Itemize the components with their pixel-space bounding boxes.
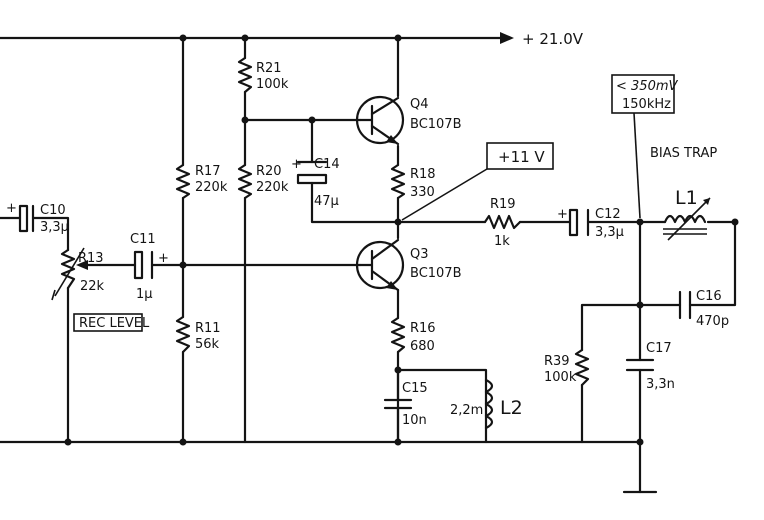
- svg-text:C15: C15: [402, 381, 428, 396]
- rec-level-label: REC LEVEL: [73, 313, 150, 332]
- capacitor-c10: + C10 3,3µ: [6, 201, 69, 235]
- capacitor-c16: C16 470p: [678, 289, 729, 329]
- svg-text:C14: C14: [314, 157, 340, 172]
- svg-text:R19: R19: [490, 197, 516, 212]
- svg-text:< 350mV: < 350mV: [616, 79, 679, 94]
- resistor-r20: R20 220k: [237, 163, 289, 200]
- svg-text:+: +: [6, 201, 17, 216]
- svg-text:470p: 470p: [696, 314, 729, 329]
- svg-text:R16: R16: [410, 321, 436, 336]
- bias-trap-level-callout: < 350mV 150kHz: [611, 74, 679, 219]
- svg-text:C11: C11: [130, 232, 156, 247]
- svg-text:150kHz: 150kHz: [622, 97, 671, 112]
- svg-text:C16: C16: [696, 289, 722, 304]
- capacitor-c15: C15 10n: [383, 368, 428, 444]
- transistor-q4: Q4 BC107B: [355, 95, 462, 146]
- svg-text:C10: C10: [40, 203, 66, 218]
- svg-text:R13: R13: [78, 251, 104, 266]
- inductor-l1: L1: [663, 187, 711, 241]
- resistor-r17: R17 220k: [175, 163, 228, 200]
- supply-label: + 21.0V: [522, 30, 584, 48]
- svg-text:3,3µ: 3,3µ: [40, 220, 69, 235]
- node-voltage-callout: +11 V: [401, 142, 554, 221]
- svg-text:220k: 220k: [256, 180, 289, 195]
- svg-text:2,2m: 2,2m: [450, 403, 483, 418]
- svg-text:Q3: Q3: [410, 247, 429, 262]
- svg-text:1k: 1k: [494, 234, 510, 249]
- svg-text:REC LEVEL: REC LEVEL: [79, 316, 150, 331]
- svg-text:1µ: 1µ: [136, 287, 153, 302]
- bias-trap-title: BIAS TRAP: [650, 146, 717, 161]
- capacitor-c17: C17 3,3n: [625, 341, 675, 392]
- svg-text:L1: L1: [675, 187, 698, 209]
- svg-text:100k: 100k: [544, 370, 577, 385]
- capacitor-c12: + C12 3,3µ: [557, 207, 624, 240]
- resistor-r21: R21 100k: [237, 56, 289, 94]
- svg-text:330: 330: [410, 185, 435, 200]
- capacitor-c14: + C14 47µ: [291, 157, 340, 209]
- inductor-l2: 2,2m L2: [450, 378, 523, 430]
- supply-arrow-icon: [500, 32, 514, 44]
- svg-text:BC107B: BC107B: [410, 266, 462, 281]
- svg-text:R18: R18: [410, 167, 436, 182]
- capacitor-c11: C11 1µ +: [130, 232, 169, 302]
- svg-text:+11 V: +11 V: [498, 148, 545, 166]
- svg-text:3,3n: 3,3n: [646, 377, 675, 392]
- junction-dots: [64, 34, 739, 446]
- svg-text:100k: 100k: [256, 77, 289, 92]
- svg-text:10n: 10n: [402, 413, 427, 428]
- svg-text:BC107B: BC107B: [410, 117, 462, 132]
- svg-text:220k: 220k: [195, 180, 228, 195]
- svg-text:680: 680: [410, 339, 435, 354]
- svg-text:L2: L2: [500, 397, 523, 419]
- resistor-r16: R16 680: [390, 316, 436, 354]
- svg-text:56k: 56k: [195, 337, 220, 352]
- svg-text:R20: R20: [256, 164, 282, 179]
- resistor-r19: R19 1k: [483, 197, 522, 249]
- resistor-r39: R39 100k: [544, 348, 590, 387]
- wires: [0, 36, 737, 494]
- svg-text:47µ: 47µ: [314, 194, 339, 209]
- svg-text:22k: 22k: [80, 279, 105, 294]
- svg-text:R39: R39: [544, 354, 570, 369]
- svg-text:R17: R17: [195, 164, 221, 179]
- svg-text:R11: R11: [195, 321, 221, 336]
- svg-text:R21: R21: [256, 61, 282, 76]
- transistor-q3: Q3 BC107B: [355, 238, 462, 292]
- resistor-r11: R11 56k: [175, 315, 221, 354]
- potentiometer-r13: R13 22k: [51, 247, 105, 301]
- svg-text:Q4: Q4: [410, 97, 429, 112]
- svg-text:3,3µ: 3,3µ: [595, 225, 624, 240]
- svg-text:C12: C12: [595, 207, 621, 222]
- resistor-r18: R18 330: [390, 163, 436, 200]
- svg-text:+: +: [557, 207, 568, 222]
- svg-text:+: +: [291, 157, 302, 172]
- svg-text:+: +: [158, 251, 169, 266]
- svg-text:C17: C17: [646, 341, 672, 356]
